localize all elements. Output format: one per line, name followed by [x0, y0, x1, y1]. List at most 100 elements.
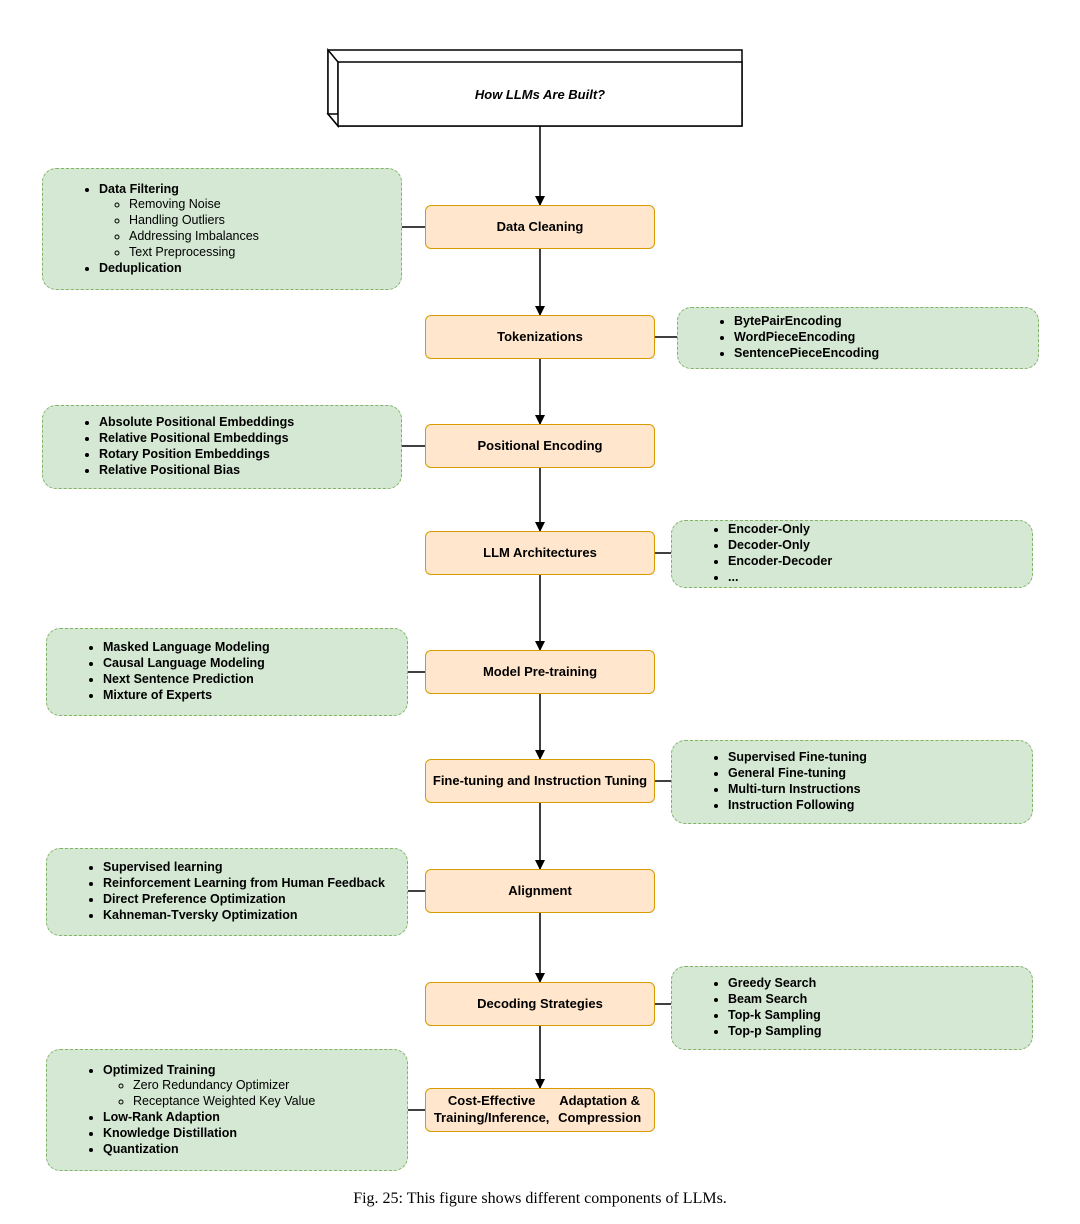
note-list: Greedy SearchBeam SearchTop-k SamplingTo… — [682, 976, 822, 1039]
list-item-label: Top-k Sampling — [728, 1008, 821, 1022]
list-item-label: Multi-turn Instructions — [728, 782, 861, 796]
list-item-label: Relative Positional Embeddings — [99, 431, 289, 446]
note-cost-effective-training-inference: Optimized TrainingZero Redundancy Optimi… — [46, 1049, 408, 1171]
note-llm-architectures: Encoder-OnlyDecoder-OnlyEncoder-Decoder.… — [671, 520, 1033, 588]
list-item-label: Instruction Following — [728, 797, 855, 812]
list-item: Rotary Position Embeddings — [99, 447, 294, 463]
sub-list: Zero Redundancy OptimizerReceptance Weig… — [103, 1078, 315, 1110]
note-data-cleaning: Data FilteringRemoving NoiseHandling Out… — [42, 168, 402, 290]
step-positional-encoding: Positional Encoding — [425, 424, 655, 468]
list-item-label: SentencePieceEncoding — [734, 345, 880, 360]
step-llm-architectures: LLM Architectures — [425, 531, 655, 575]
step-label: LLM Architectures — [483, 544, 597, 560]
list-item: Top-k Sampling — [728, 1008, 822, 1024]
step-tokenizations: Tokenizations — [425, 315, 655, 359]
list-item: Decoder-Only — [728, 538, 832, 554]
title-box: How LLMs Are Built? — [338, 62, 742, 126]
list-item: Low-Rank Adaption — [103, 1110, 315, 1126]
list-item: Relative Positional Bias — [99, 463, 294, 479]
title-cube — [326, 47, 743, 129]
step-label: Decoding Strategies — [477, 995, 603, 1011]
list-item: WordPieceEncoding — [734, 330, 879, 346]
note-fine-tuning-and-instruction-tuning: Supervised Fine-tuningGeneral Fine-tunin… — [671, 740, 1033, 824]
list-item: Supervised Fine-tuning — [728, 750, 867, 766]
list-item: Relative Positional Embeddings — [99, 431, 294, 447]
list-item: Reinforcement Learning from Human Feedba… — [103, 876, 385, 892]
list-item: Absolute Positional Embeddings — [99, 415, 294, 431]
sub-list-item: Handling Outliers — [129, 213, 259, 229]
note-list: Absolute Positional EmbeddingsRelative P… — [53, 415, 294, 478]
list-item-label: Rotary Position Embeddings — [99, 447, 270, 461]
note-list: BytePairEncodingWordPieceEncodingSentenc… — [688, 314, 879, 361]
list-item: General Fine-tuning — [728, 766, 867, 782]
list-item-label: Causal Language Modeling — [103, 656, 265, 671]
step-label: Fine-tuning and Instruction Tuning — [432, 772, 648, 788]
list-item-label: Data Filtering — [99, 181, 179, 196]
note-list: Masked Language ModelingCausal Language … — [57, 640, 270, 703]
list-item: Kahneman-Tversky Optimization — [103, 908, 385, 924]
diagram-title: How LLMs Are Built? — [474, 86, 606, 102]
step-label: Model Pre-training — [482, 663, 598, 679]
sub-list-item: Text Preprocessing — [129, 245, 259, 261]
step-cost-effective-training-inference-adaptation-compression: Cost-Effective Training/Inference,Adapta… — [425, 1088, 655, 1132]
note-decoding-strategies: Greedy SearchBeam SearchTop-k SamplingTo… — [671, 966, 1033, 1050]
list-item: Supervised learning — [103, 860, 385, 876]
list-item-label: Decoder-Only — [728, 538, 810, 553]
step-label: Alignment — [508, 882, 572, 898]
list-item-label: Optimized Training — [103, 1062, 216, 1077]
list-item: SentencePieceEncoding — [734, 346, 879, 362]
step-label: Data Cleaning — [496, 218, 584, 234]
list-item: Encoder-Only — [728, 522, 832, 538]
list-item: Beam Search — [728, 992, 822, 1008]
list-item: Next Sentence Prediction — [103, 672, 270, 688]
list-item: Top-p Sampling — [728, 1024, 822, 1040]
list-item-label: Low-Rank Adaption — [103, 1110, 220, 1124]
figure-caption: Fig. 25: This figure shows different com… — [353, 1190, 727, 1207]
list-item-label: Top-p Sampling — [728, 1023, 822, 1038]
list-item-label: Greedy Search — [728, 976, 817, 991]
step-fine-tuning-and-instruction-tuning: Fine-tuning and Instruction Tuning — [425, 759, 655, 803]
list-item: Multi-turn Instructions — [728, 782, 867, 798]
list-item: Masked Language Modeling — [103, 640, 270, 656]
list-item-label: Beam Search — [728, 992, 808, 1007]
list-item-label: ... — [728, 569, 739, 584]
note-model-pre-training: Masked Language ModelingCausal Language … — [46, 628, 408, 716]
note-positional-encoding: Absolute Positional EmbeddingsRelative P… — [42, 405, 402, 489]
list-item: Data FilteringRemoving NoiseHandling Out… — [99, 182, 259, 261]
list-item-label: Encoder-Decoder — [728, 554, 833, 568]
list-item: BytePairEncoding — [734, 314, 879, 330]
step-decoding-strategies: Decoding Strategies — [425, 982, 655, 1026]
list-item-label: Absolute Positional Embeddings — [99, 415, 295, 430]
list-item: Direct Preference Optimization — [103, 892, 385, 908]
list-item-label: WordPieceEncoding — [734, 330, 856, 345]
step-label: Tokenizations — [497, 328, 583, 344]
note-list: Supervised Fine-tuningGeneral Fine-tunin… — [682, 750, 867, 813]
sub-list: Removing NoiseHandling OutliersAddressin… — [99, 197, 259, 260]
step-data-cleaning: Data Cleaning — [425, 205, 655, 249]
list-item: Mixture of Experts — [103, 688, 270, 704]
note-alignment: Supervised learningReinforcement Learnin… — [46, 848, 408, 936]
list-item-label: BytePairEncoding — [734, 314, 842, 329]
step-model-pre-training: Model Pre-training — [425, 650, 655, 694]
note-tokenizations: BytePairEncodingWordPieceEncodingSentenc… — [677, 307, 1039, 369]
note-list: Supervised learningReinforcement Learnin… — [57, 860, 385, 923]
list-item: Causal Language Modeling — [103, 656, 270, 672]
list-item: Instruction Following — [728, 798, 867, 814]
list-item-label: Next Sentence Prediction — [103, 672, 254, 686]
sub-list-item: Removing Noise — [129, 197, 259, 213]
list-item-label: Knowledge Distillation — [103, 1125, 238, 1140]
list-item-label: Direct Preference Optimization — [103, 892, 286, 906]
list-item-label: Supervised Fine-tuning — [728, 750, 867, 765]
sub-list-item: Receptance Weighted Key Value — [133, 1094, 315, 1110]
note-list: Encoder-OnlyDecoder-OnlyEncoder-Decoder.… — [682, 522, 832, 585]
list-item: Optimized TrainingZero Redundancy Optimi… — [103, 1063, 315, 1110]
step-label: Positional Encoding — [477, 437, 603, 453]
note-list: Optimized TrainingZero Redundancy Optimi… — [57, 1063, 315, 1158]
list-item-label: Quantization — [103, 1141, 179, 1156]
list-item-label: Relative Positional Bias — [99, 462, 241, 477]
step-label: Adaptation & Compression — [558, 1093, 642, 1125]
list-item: Knowledge Distillation — [103, 1126, 315, 1142]
list-item: Deduplication — [99, 261, 259, 277]
